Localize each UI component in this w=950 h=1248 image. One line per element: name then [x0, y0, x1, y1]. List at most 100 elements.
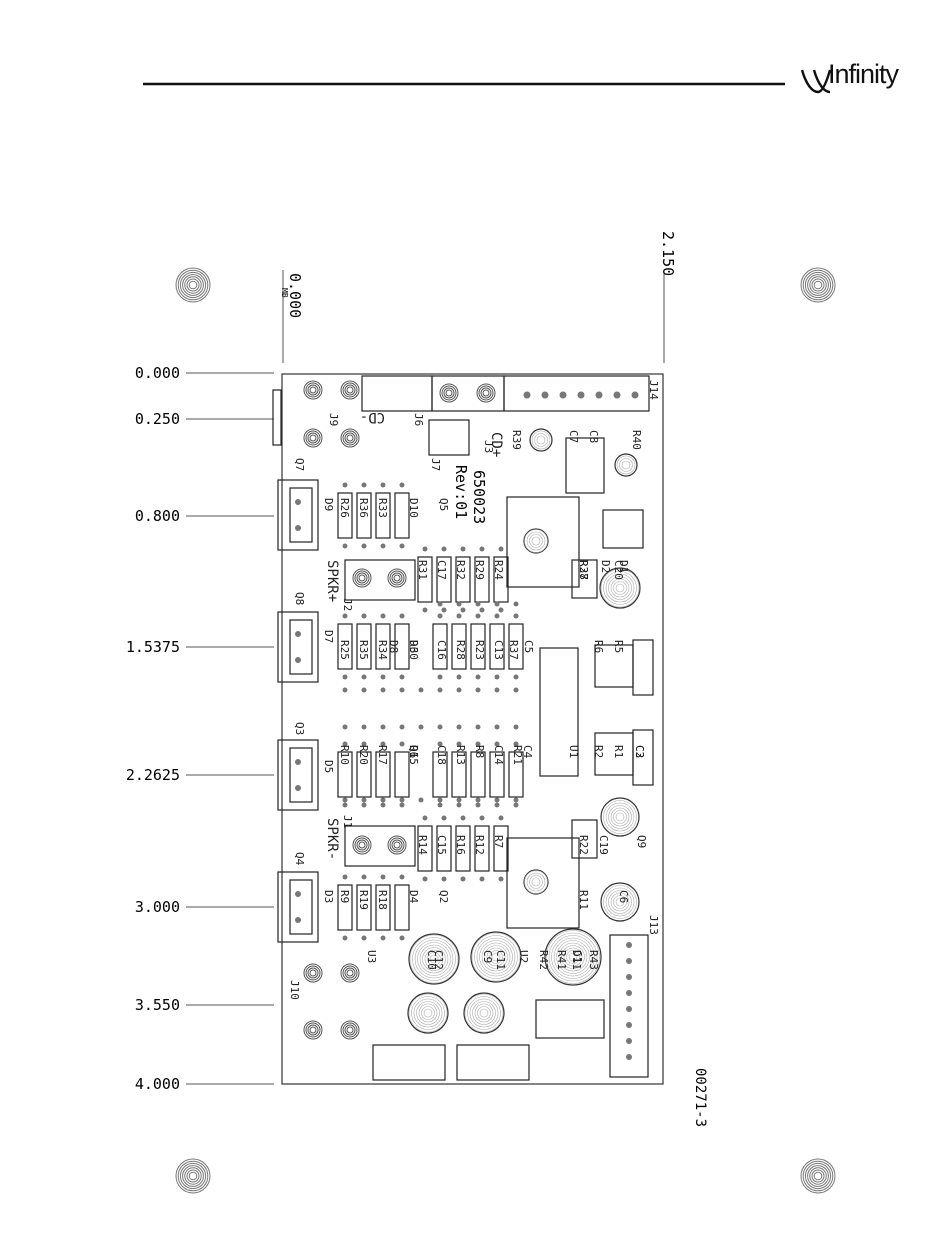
- component-label: C9: [481, 950, 494, 963]
- resistor-body: [489, 623, 505, 670]
- pad: [494, 741, 500, 747]
- pad: [361, 482, 367, 488]
- component-label: D8: [387, 640, 400, 653]
- component-label: R36: [357, 498, 370, 518]
- pad: [295, 891, 301, 897]
- transistor-inner: [289, 487, 313, 543]
- component-label: R19: [357, 890, 370, 910]
- pad: [559, 391, 567, 399]
- component-label: J2: [341, 598, 354, 611]
- y-dim-label: 0.000: [135, 364, 180, 382]
- transistor-body: [277, 479, 319, 551]
- pad: [456, 601, 462, 607]
- pad: [295, 759, 301, 765]
- mounting-post: [352, 835, 372, 855]
- resistor-body: [436, 825, 452, 872]
- component-label: D4: [407, 890, 420, 904]
- resistor-body: [451, 623, 467, 670]
- component-label: R17: [376, 745, 389, 765]
- pad: [399, 802, 405, 808]
- pad: [342, 935, 348, 941]
- resistor-body: [474, 825, 490, 872]
- resistor-body: [451, 751, 467, 798]
- pad: [295, 657, 301, 663]
- component-label: C20: [612, 560, 625, 580]
- component-label: R16: [454, 835, 467, 855]
- registration-marker-icon: [800, 267, 836, 303]
- component-label: R14: [416, 835, 429, 855]
- resistor-body: [493, 556, 509, 603]
- component-label: R24: [492, 560, 505, 580]
- component-label: R13: [454, 745, 467, 765]
- connector-j14: [503, 375, 650, 412]
- pad: [422, 815, 428, 821]
- resistor-body: [470, 751, 486, 798]
- connector-u3: [372, 1044, 446, 1081]
- component-label: R25: [338, 640, 351, 660]
- cap-c12: [408, 933, 460, 985]
- pad: [498, 876, 504, 882]
- connector-j6: [361, 375, 433, 412]
- component-label: D9: [322, 498, 335, 511]
- component-label: R11: [577, 890, 590, 910]
- mounting-post: [352, 568, 372, 588]
- pad: [437, 674, 443, 680]
- pad: [456, 674, 462, 680]
- pad: [361, 935, 367, 941]
- component-label: R15: [407, 745, 420, 765]
- component-label: R5: [612, 640, 625, 653]
- pad: [626, 1054, 632, 1060]
- component-label: D2: [599, 560, 612, 573]
- resistor-body: [356, 751, 372, 798]
- pad: [494, 613, 500, 619]
- pad: [498, 815, 504, 821]
- cap-c7-c8: [565, 437, 605, 494]
- pad: [380, 874, 386, 880]
- pad: [342, 482, 348, 488]
- component-label: R38: [577, 560, 590, 580]
- component-label: J7: [429, 458, 442, 471]
- component-label: Q4: [293, 852, 306, 866]
- pad: [626, 942, 632, 948]
- pad: [361, 613, 367, 619]
- pad: [422, 607, 428, 613]
- component-label: R33: [376, 498, 389, 518]
- pad: [437, 687, 443, 693]
- pad: [498, 546, 504, 552]
- brand-name: Infinity: [828, 59, 899, 89]
- mounting-post: [476, 383, 496, 403]
- registration-marker-icon: [175, 1158, 211, 1194]
- transistor-inner: [289, 619, 313, 675]
- component-label: J3: [482, 440, 495, 453]
- pad: [475, 797, 481, 803]
- pad: [380, 674, 386, 680]
- pad: [361, 802, 367, 808]
- cap-c11: [470, 931, 522, 983]
- c3: [632, 639, 654, 696]
- resistor-body: [417, 825, 433, 872]
- component-label: J13: [647, 915, 660, 935]
- regulator-hole: [523, 869, 549, 895]
- pad: [437, 613, 443, 619]
- pad: [437, 724, 443, 730]
- component-label: R42: [537, 950, 550, 970]
- pad: [494, 724, 500, 730]
- r38: [571, 559, 598, 599]
- mounting-post: [340, 380, 360, 400]
- res-r40: [614, 453, 638, 477]
- component-label: C15: [435, 835, 448, 855]
- pad: [399, 674, 405, 680]
- regulator-bottom: [506, 837, 580, 929]
- component-label: C19: [597, 835, 610, 855]
- pad: [479, 546, 485, 552]
- pad: [418, 687, 424, 693]
- connector-j1: [344, 825, 416, 867]
- resistor-body: [375, 623, 391, 670]
- pad: [441, 607, 447, 613]
- component-label: J14: [647, 380, 660, 400]
- pad: [479, 876, 485, 882]
- revision-label: Rev:01: [452, 465, 470, 519]
- component-label: R30: [407, 640, 420, 660]
- component-label: R7: [492, 835, 505, 848]
